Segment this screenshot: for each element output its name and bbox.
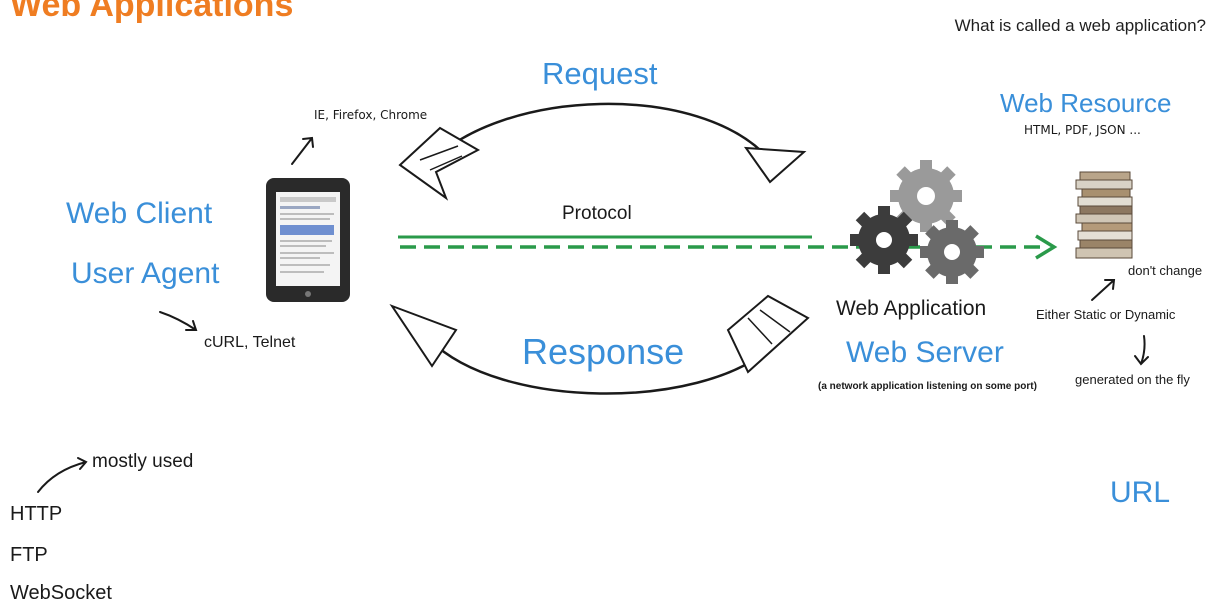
browsers-arrow	[291, 136, 314, 165]
web-server-label: Web Server	[846, 336, 1004, 369]
mostly-used-label: mostly used	[92, 451, 194, 472]
protocol-arrowhead	[1035, 234, 1058, 260]
gears-icon	[850, 160, 984, 284]
protocol-item-http: HTTP	[10, 503, 63, 525]
web-client-label: Web Client	[66, 197, 213, 230]
protocol-item-ftp: FTP	[10, 544, 48, 566]
static-note-label: don't change	[1128, 263, 1203, 278]
dynamic-arrow	[1134, 335, 1149, 366]
resource-formats-label: HTML, PDF, JSON ...	[1024, 123, 1141, 137]
user-agent-label: User Agent	[71, 257, 220, 290]
tools-label: cURL, Telnet	[204, 334, 296, 351]
web-resource-label: Web Resource	[1000, 88, 1172, 118]
page-title: Web Applications	[10, 0, 294, 24]
dynamic-note-label: generated on the fly	[1075, 372, 1190, 387]
response-label: Response	[522, 331, 685, 372]
protocol-label: Protocol	[562, 203, 632, 224]
response-arrow	[389, 294, 810, 395]
question-text: What is called a web application?	[954, 16, 1206, 35]
mostly-used-arrow	[37, 457, 88, 493]
web-server-note: (a network application listening on some…	[818, 381, 1037, 392]
resource-kind-label: Either Static or Dynamic	[1036, 307, 1176, 322]
browsers-label: IE, Firefox, Chrome	[314, 108, 428, 122]
tools-arrow	[159, 311, 198, 331]
static-arrow	[1091, 279, 1116, 301]
books-icon	[1075, 171, 1133, 259]
url-label: URL	[1110, 476, 1171, 509]
web-application-label: Web Application	[836, 297, 987, 320]
tablet-icon	[266, 178, 350, 302]
protocol-item-websocket: WebSocket	[10, 582, 112, 604]
request-arrow	[398, 102, 807, 201]
request-label: Request	[542, 56, 658, 91]
